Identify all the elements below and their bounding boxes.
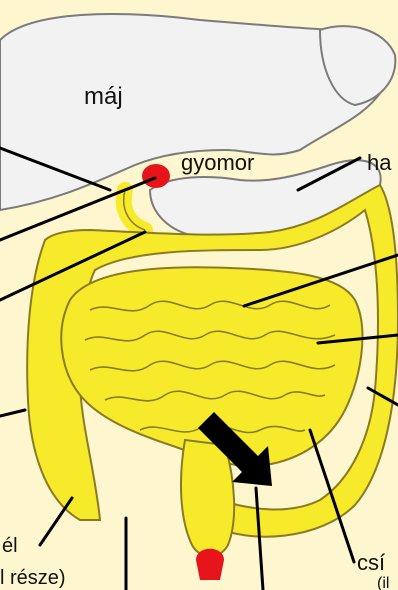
anus-red-marker	[196, 549, 224, 580]
label-bottom-left-2: l része)	[0, 567, 66, 589]
pointer-left-colon	[0, 410, 25, 416]
label-colon-cut: csí	[357, 550, 385, 575]
label-pancreas-cut: ha	[367, 150, 392, 175]
rectum	[181, 440, 234, 556]
label-stomach: gyomor	[181, 150, 254, 175]
label-bottom-right-cut: (il	[377, 575, 389, 590]
label-liver: máj	[84, 83, 123, 110]
pylorus-red-marker	[142, 164, 170, 188]
pointer-rectum	[256, 488, 263, 590]
pointer-appendix-left	[40, 498, 72, 545]
label-bottom-left-1: él	[2, 535, 18, 557]
